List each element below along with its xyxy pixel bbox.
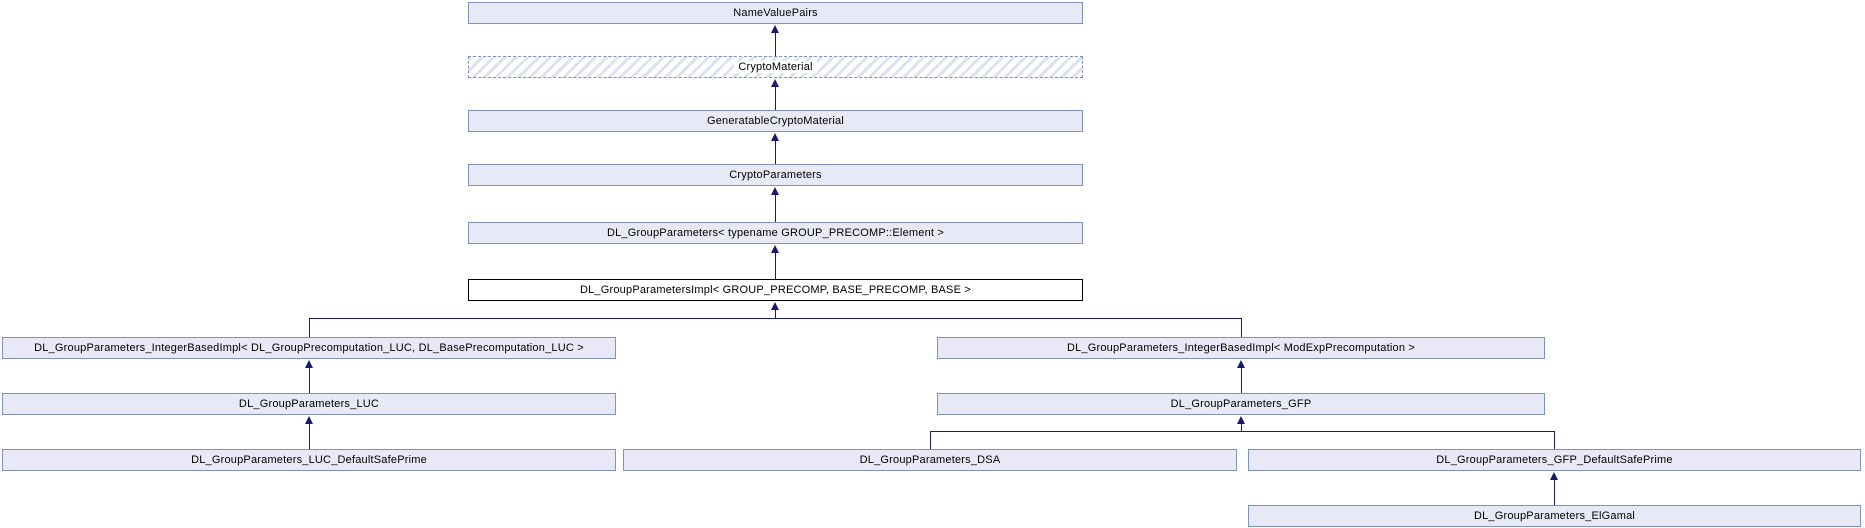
- class-node-dl-groupparameters[interactable]: DL_GroupParameters< typename GROUP_PRECO…: [468, 222, 1083, 244]
- class-node-label: DL_GroupParameters_GFP_DefaultSafePrime: [1436, 454, 1673, 466]
- class-node-label: DL_GroupParameters< typename GROUP_PRECO…: [606, 227, 945, 239]
- inheritance-edge-line: [1554, 479, 1555, 505]
- inheritance-edge-line: [1241, 424, 1242, 432]
- class-node-dl-groupparameters-luc[interactable]: DL_GroupParameters_LUC: [2, 393, 616, 415]
- class-node-dl-groupparametersimpl-current: DL_GroupParametersImpl< GROUP_PRECOMP, B…: [468, 279, 1083, 301]
- class-node-label: DL_GroupParameters_LUC_DefaultSafePrime: [191, 454, 427, 466]
- inheritance-arrowhead: [1237, 416, 1245, 424]
- class-node-label: NameValuePairs: [733, 7, 818, 19]
- inheritance-edge-line: [930, 431, 1555, 432]
- class-node-cryptomaterial[interactable]: CryptoMaterial: [468, 56, 1083, 78]
- inheritance-edge-line: [309, 423, 310, 449]
- inheritance-edge-line: [309, 318, 1242, 319]
- class-node-label: DL_GroupParameters_IntegerBasedImpl< Mod…: [1066, 342, 1416, 354]
- inheritance-edge-line: [1241, 367, 1242, 393]
- inheritance-arrowhead: [771, 187, 779, 195]
- class-node-namevaluepairs[interactable]: NameValuePairs: [468, 2, 1083, 24]
- class-node-dl-groupparameters-dsa[interactable]: DL_GroupParameters_DSA: [623, 449, 1237, 471]
- inheritance-arrowhead: [1550, 472, 1558, 480]
- inheritance-edge-line: [309, 367, 310, 393]
- inheritance-edge-line: [775, 310, 776, 319]
- inheritance-edge-line: [309, 318, 310, 337]
- inheritance-arrowhead: [771, 79, 779, 87]
- class-node-dl-groupparameters-gfp[interactable]: DL_GroupParameters_GFP: [937, 393, 1545, 415]
- inheritance-arrowhead: [771, 245, 779, 253]
- class-node-label: DL_GroupParameters_GFP: [1170, 398, 1312, 410]
- class-node-cryptoparameters[interactable]: CryptoParameters: [468, 164, 1083, 186]
- class-node-luc-defaultsafeprime[interactable]: DL_GroupParameters_LUC_DefaultSafePrime: [2, 449, 616, 471]
- class-node-generatablecryptomaterial[interactable]: GeneratableCryptoMaterial: [468, 110, 1083, 132]
- inheritance-edge-line: [1554, 431, 1555, 449]
- class-node-dl-groupparameters-elgamal[interactable]: DL_GroupParameters_ElGamal: [1248, 505, 1861, 527]
- class-node-label: DL_GroupParametersImpl< GROUP_PRECOMP, B…: [579, 284, 972, 296]
- class-node-integerbasedimpl-luc[interactable]: DL_GroupParameters_IntegerBasedImpl< DL_…: [2, 337, 616, 359]
- class-node-label: DL_GroupParameters_LUC: [238, 398, 380, 410]
- class-node-label: GeneratableCryptoMaterial: [706, 115, 845, 127]
- class-node-label: DL_GroupParameters_DSA: [859, 454, 1001, 466]
- class-node-label: CryptoMaterial: [734, 61, 817, 73]
- inheritance-edge-line: [775, 140, 776, 164]
- class-node-integerbasedimpl-modexp[interactable]: DL_GroupParameters_IntegerBasedImpl< Mod…: [937, 337, 1545, 359]
- inheritance-arrowhead: [771, 25, 779, 33]
- inheritance-edge-line: [930, 431, 931, 449]
- inheritance-edge-line: [775, 86, 776, 110]
- inheritance-arrowhead: [1237, 360, 1245, 368]
- inheritance-edge-line: [775, 194, 776, 222]
- class-node-gfp-defaultsafeprime[interactable]: DL_GroupParameters_GFP_DefaultSafePrime: [1248, 449, 1861, 471]
- inheritance-arrowhead: [305, 360, 313, 368]
- class-node-label: DL_GroupParameters_ElGamal: [1473, 510, 1636, 522]
- inheritance-arrowhead: [771, 133, 779, 141]
- inheritance-edge-line: [1241, 318, 1242, 337]
- class-node-label: CryptoParameters: [729, 169, 822, 181]
- inheritance-edge-line: [775, 32, 776, 56]
- inheritance-arrowhead: [771, 302, 779, 310]
- class-node-label: DL_GroupParameters_IntegerBasedImpl< DL_…: [34, 342, 584, 354]
- inheritance-edge-line: [775, 252, 776, 279]
- inheritance-arrowhead: [305, 416, 313, 424]
